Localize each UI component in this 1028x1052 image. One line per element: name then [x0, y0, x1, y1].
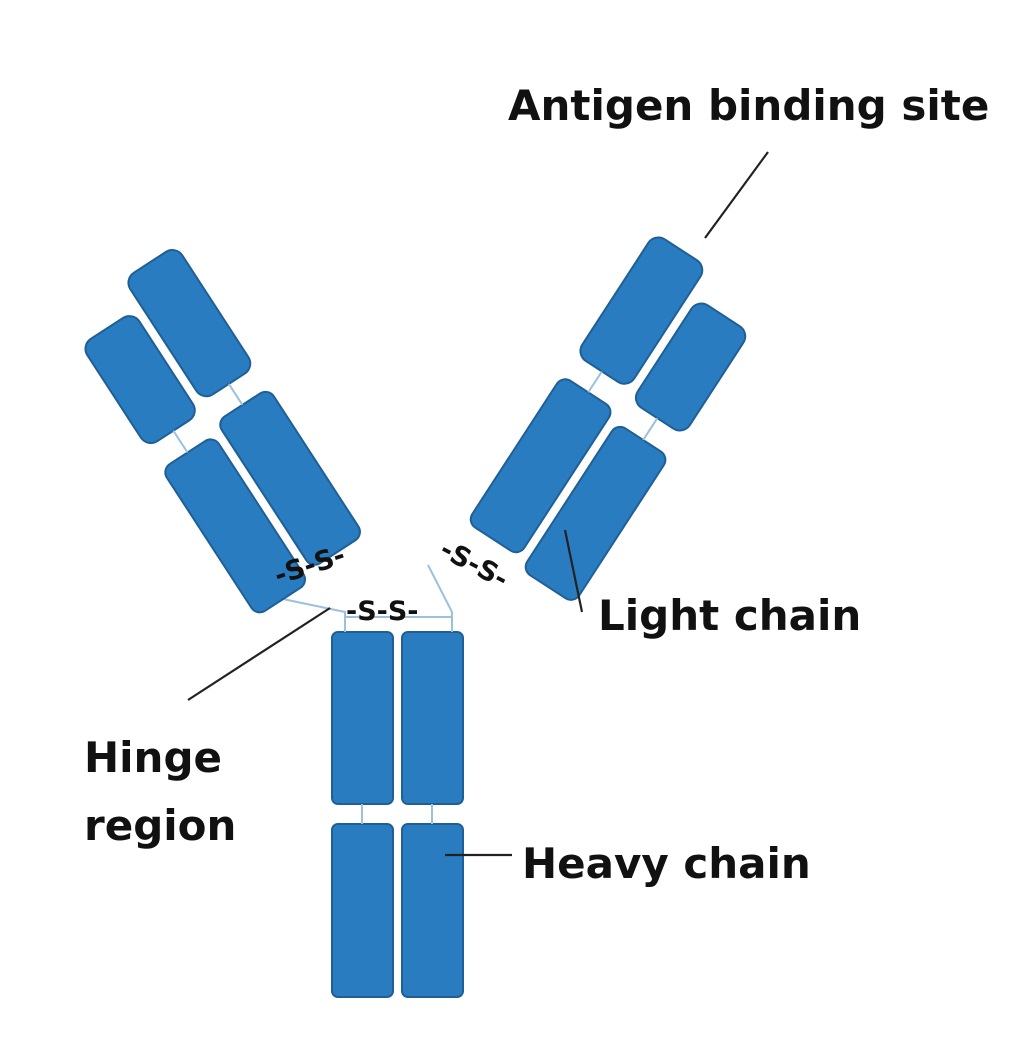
left-arm-linker-1 [172, 430, 189, 454]
disulfide-hinge: -S-S- [346, 596, 419, 627]
label-antigen-binding-site: Antigen binding site [508, 81, 989, 130]
left-arm-linker-2 [227, 383, 244, 406]
label-light-chain: Light chain [598, 591, 861, 640]
leader-antigen-binding-site [704, 151, 769, 239]
leader-light-chain [563, 529, 584, 613]
fab-arm-left [84, 249, 361, 614]
heavy-chain-ch3-left [331, 823, 394, 998]
heavy-chain-ch3-right [401, 823, 464, 998]
heavy-chain-ch2-left [331, 631, 394, 805]
right-light-chain-constant [524, 425, 667, 601]
label-hinge-line2: region [84, 801, 236, 850]
label-heavy-chain: Heavy chain [522, 839, 811, 888]
label-hinge-line1: Hinge [84, 733, 222, 782]
hinge-linkers [277, 564, 453, 632]
hinge-linker-right [427, 564, 453, 632]
hinge-linker-left [277, 597, 346, 632]
right-arm-linker-2 [642, 417, 659, 441]
heavy-chain-ch2-right [401, 631, 464, 805]
right-arm-linker-1 [587, 370, 603, 393]
leader-hinge-region [187, 607, 331, 701]
fab-arm-right [469, 236, 747, 601]
fc-region [331, 631, 464, 998]
